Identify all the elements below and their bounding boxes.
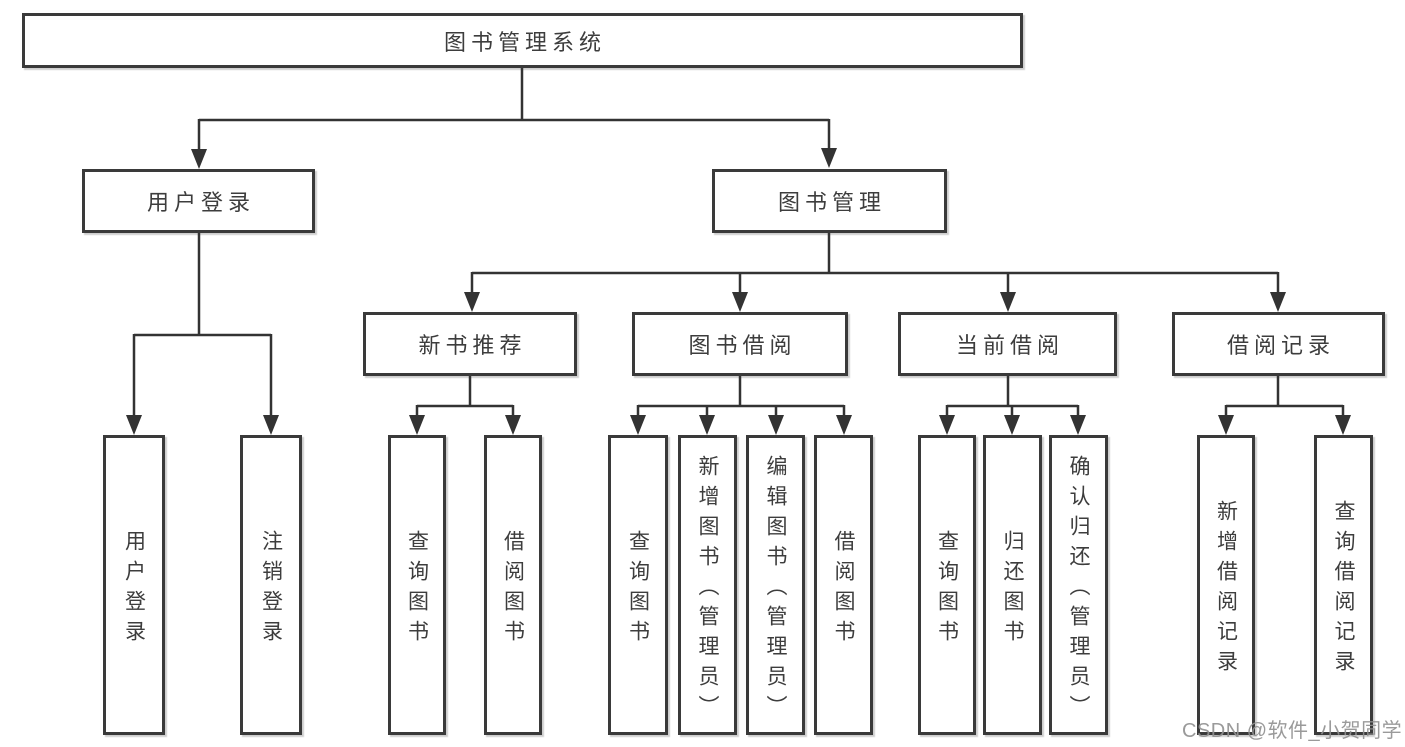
node-user-login: 用户登录: [82, 169, 315, 233]
node-label: 新增图书（管理员）: [696, 454, 719, 725]
leaf-add-borrow-record: 新增借阅记录: [1197, 435, 1255, 735]
node-label: 借阅图书: [501, 529, 525, 650]
leaf-query-books-current: 查询图书: [918, 435, 976, 735]
node-label: 用户登录: [146, 190, 255, 215]
node-new-book-recommendation: 新书推荐: [363, 312, 577, 376]
node-label: 新书推荐: [418, 333, 527, 358]
node-book-management: 图书管理: [712, 169, 947, 233]
node-label: 查询图书: [626, 529, 650, 650]
node-label: 查询图书: [935, 529, 959, 650]
watermark-text: CSDN @软件_小贺同学: [1182, 720, 1403, 742]
node-borrowing-records: 借阅记录: [1172, 312, 1385, 376]
node-library-management-system: 图书管理系统: [22, 13, 1023, 68]
leaf-user-login: 用户登录: [103, 435, 165, 735]
node-label: 用户登录: [122, 529, 146, 650]
node-label: 注销登录: [259, 529, 283, 650]
arrowheads: [126, 148, 1351, 435]
leaf-borrow-books-newrec: 借阅图书: [484, 435, 542, 735]
leaf-return-books: 归还图书: [983, 435, 1042, 735]
leaf-confirm-return-admin: 确认归还（管理员）: [1049, 435, 1108, 735]
leaf-query-books-borrowing: 查询图书: [608, 435, 668, 735]
node-label: 归还图书: [1001, 529, 1024, 650]
leaf-logout: 注销登录: [240, 435, 302, 735]
node-current-borrowing: 当前借阅: [898, 312, 1117, 376]
leaf-add-books-admin: 新增图书（管理员）: [678, 435, 737, 735]
node-label: 图书借阅: [688, 333, 797, 358]
node-label: 当前借阅: [955, 333, 1064, 358]
node-book-borrowing: 图书借阅: [632, 312, 848, 376]
leaf-borrow-books-borrowing: 借阅图书: [814, 435, 873, 735]
node-label: 查询图书: [405, 529, 429, 650]
node-label: 图书管理系统: [443, 29, 606, 55]
leaf-query-borrow-record: 查询借阅记录: [1314, 435, 1373, 735]
node-label: 图书管理: [777, 190, 886, 215]
node-label: 查询借阅记录: [1332, 499, 1355, 680]
leaf-edit-books-admin: 编辑图书（管理员）: [746, 435, 805, 735]
node-label: 编辑图书（管理员）: [764, 454, 787, 725]
leaf-query-books-newrec: 查询图书: [388, 435, 446, 735]
node-label: 借阅记录: [1226, 333, 1335, 358]
node-label: 借阅图书: [832, 529, 855, 650]
node-label: 确认归还（管理员）: [1067, 454, 1090, 725]
node-label: 新增借阅记录: [1214, 499, 1238, 680]
